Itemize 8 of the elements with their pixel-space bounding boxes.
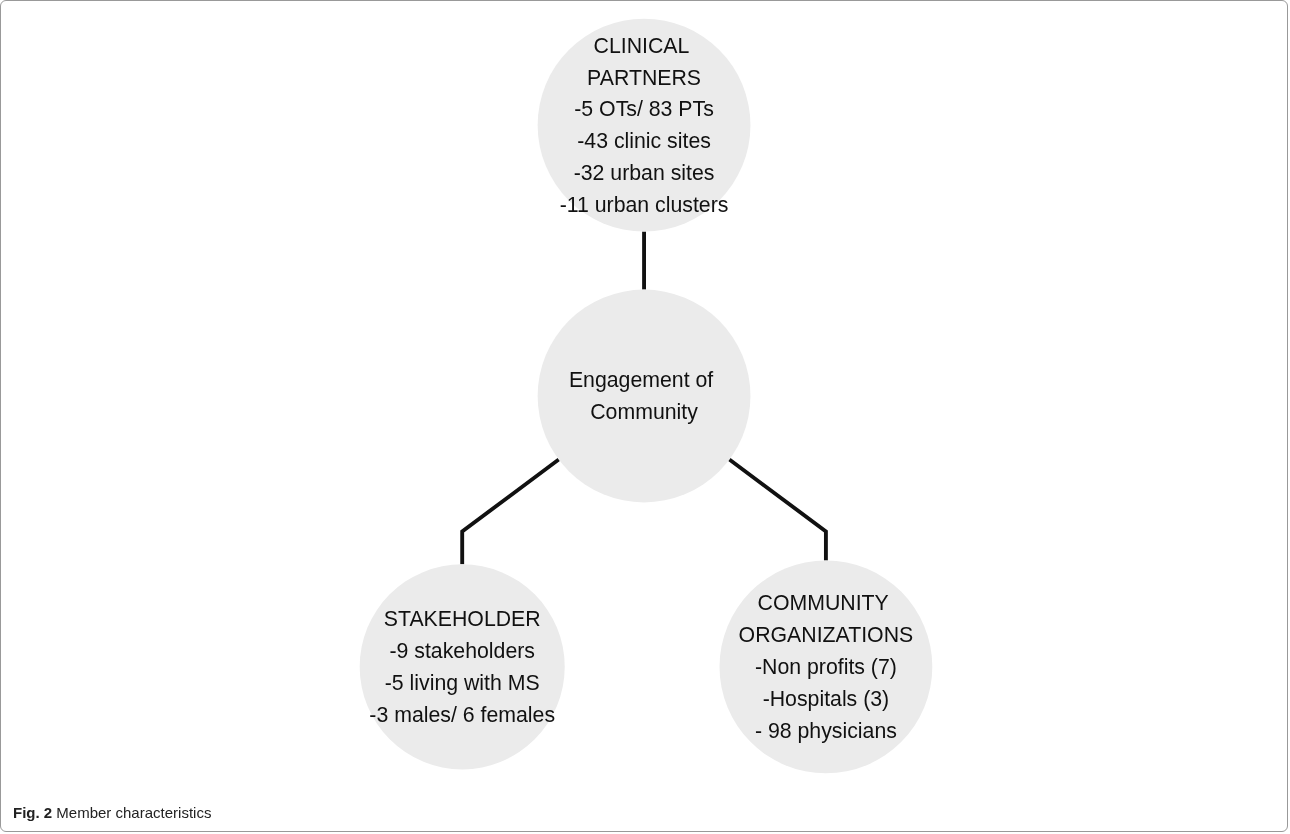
connector xyxy=(642,231,646,290)
figure-caption: Fig. 2 Member characteristics xyxy=(13,804,212,821)
connector xyxy=(460,458,560,565)
node-circle: COMMUNITY ORGANIZATIONS -Non profits (7) -Hospitals (3) - 98 physicians xyxy=(719,560,933,774)
node-circle: STAKEHOLDER -9 stakeholders -5 living with MS -3 males/ 6 females xyxy=(359,564,565,770)
node-circle: CLINICAL PARTNERS -5 OTs/ 83 PTs -43 clinic sites -32 urban sites -11 urban clusters xyxy=(537,18,751,232)
node-circle: Engagement of Community xyxy=(537,289,751,503)
connector xyxy=(728,458,828,561)
